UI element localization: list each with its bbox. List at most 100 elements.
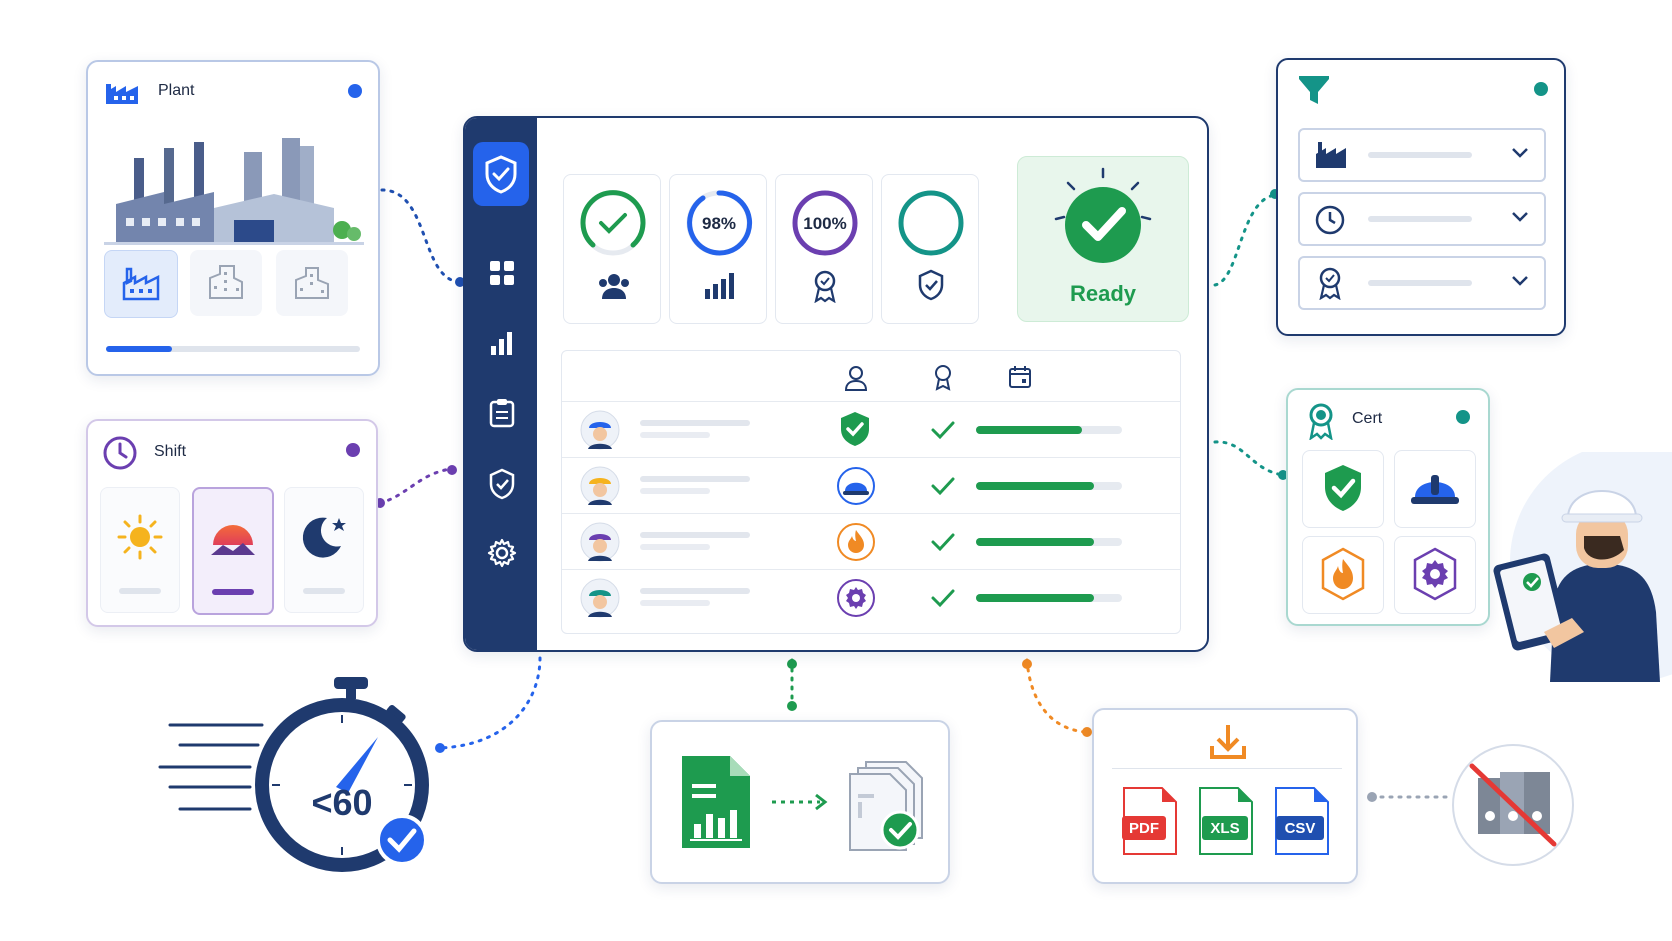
team-icon <box>599 274 629 299</box>
table-row[interactable] <box>562 570 1180 626</box>
csv-label: CSV <box>1284 820 1316 837</box>
shift-label: Shift <box>154 443 187 460</box>
sidebar-item-shield-active[interactable] <box>473 142 529 206</box>
progress-ring-check <box>580 190 646 256</box>
stopwatch-illustration: <60 <box>158 677 429 872</box>
kpi-card-safety[interactable] <box>881 174 979 324</box>
table-row[interactable] <box>562 402 1180 458</box>
shift-option-evening[interactable] <box>192 487 274 615</box>
gear-icon <box>837 579 875 617</box>
factory-icon <box>106 84 138 104</box>
cert-dropdown[interactable] <box>1298 256 1546 310</box>
plant-label: Plant <box>158 82 195 99</box>
shift-card[interactable]: Shift <box>86 419 378 627</box>
filter-status-dot <box>1534 82 1548 96</box>
export-csv-button[interactable]: CSV <box>1274 786 1330 856</box>
timer-label: <60 <box>311 782 372 823</box>
plant-progress-track <box>106 346 360 352</box>
kpi-card-team[interactable] <box>563 174 661 324</box>
shift-option-day[interactable] <box>100 487 180 613</box>
arrow-right-icon <box>772 793 828 811</box>
checkmark-icon <box>931 421 955 440</box>
row-name-bar <box>640 532 750 538</box>
worker-avatar-icon <box>580 522 620 562</box>
completion-fill <box>976 426 1082 434</box>
filter-card <box>1276 58 1566 336</box>
plant-card[interactable]: Plant <box>86 60 380 376</box>
csv-file-icon <box>1275 787 1329 855</box>
award-icon <box>1319 267 1341 300</box>
completion-fill <box>976 482 1094 490</box>
clock-icon <box>103 436 137 470</box>
shift-option-night[interactable] <box>284 487 364 613</box>
bar-chart-icon[interactable] <box>489 330 515 356</box>
calendar-icon <box>1009 366 1031 388</box>
fire-icon <box>837 523 875 561</box>
building-icon <box>295 267 329 299</box>
xls-file-icon <box>1199 787 1253 855</box>
cert-ppe-tile[interactable] <box>1394 450 1476 528</box>
row-divider <box>562 569 1180 570</box>
row-sub-bar <box>640 432 710 438</box>
cert-label: Cert <box>1352 410 1383 427</box>
worker-avatar-icon <box>580 466 620 506</box>
building-icon <box>209 265 243 299</box>
header-divider <box>562 401 1180 402</box>
checkmark-icon <box>931 533 955 552</box>
plant-option-3[interactable] <box>276 250 348 316</box>
shield-check-icon[interactable] <box>488 468 516 500</box>
shift-dropdown[interactable] <box>1298 192 1546 246</box>
sun-icon <box>117 514 163 560</box>
kpi-card-certification[interactable]: 100% <box>775 174 873 324</box>
chevron-down-icon <box>1512 148 1528 158</box>
table-row[interactable] <box>562 514 1180 570</box>
cert-fire-tile[interactable] <box>1302 536 1384 614</box>
xls-label: XLS <box>1210 820 1240 837</box>
export-card: PDF XLS CSV <box>1092 708 1358 884</box>
export-divider <box>1112 768 1342 769</box>
sidebar <box>465 118 537 650</box>
cert-safety-tile[interactable] <box>1302 450 1384 528</box>
chevron-down-icon <box>1512 276 1528 286</box>
checkmark-icon <box>931 477 955 496</box>
documents-stack-icon <box>849 761 923 851</box>
pdf-file-icon <box>1122 787 1177 855</box>
shift-day-bar <box>119 588 161 594</box>
cert-equipment-tile[interactable] <box>1394 536 1476 614</box>
filter-icon <box>1299 76 1329 104</box>
hard-hat-icon <box>837 467 875 505</box>
kpi-98-text: 98% <box>702 214 736 233</box>
plant-dropdown[interactable] <box>1298 128 1546 182</box>
award-icon <box>935 365 951 391</box>
export-xls-button[interactable]: XLS <box>1198 786 1254 856</box>
checkmark-icon <box>931 589 955 608</box>
pdf-label: PDF <box>1129 820 1159 837</box>
gear-icon[interactable] <box>487 538 517 568</box>
shift-status-dot <box>346 443 360 457</box>
export-pdf-button[interactable]: PDF <box>1122 786 1178 856</box>
progress-ring-100: 100% <box>792 190 858 256</box>
factory-icon <box>122 267 160 301</box>
cert-card[interactable]: Cert <box>1286 388 1490 626</box>
award-icon <box>1309 403 1333 440</box>
kpi-card-performance[interactable]: 98% <box>669 174 767 324</box>
clipboard-icon[interactable] <box>489 398 515 428</box>
dropdown-value-bar <box>1368 216 1472 222</box>
table-row[interactable] <box>562 458 1180 514</box>
sunset-icon <box>211 525 255 555</box>
report-card[interactable] <box>650 720 950 884</box>
moon-icon <box>302 517 346 558</box>
grid-icon[interactable] <box>489 260 515 286</box>
spreadsheet-report-icon <box>682 756 750 848</box>
worker-illustration <box>1493 452 1672 682</box>
plant-option-1[interactable] <box>104 250 178 318</box>
gear-icon <box>1413 547 1457 601</box>
plant-progress-fill <box>106 346 172 352</box>
fire-icon <box>1321 547 1365 601</box>
progress-ring-98: 98% <box>686 190 753 256</box>
plant-option-2[interactable] <box>190 250 262 316</box>
row-name-bar <box>640 476 750 482</box>
cert-status-dot <box>1456 410 1470 424</box>
shield-check-icon <box>1325 465 1361 511</box>
hard-hat-icon <box>1411 475 1459 504</box>
